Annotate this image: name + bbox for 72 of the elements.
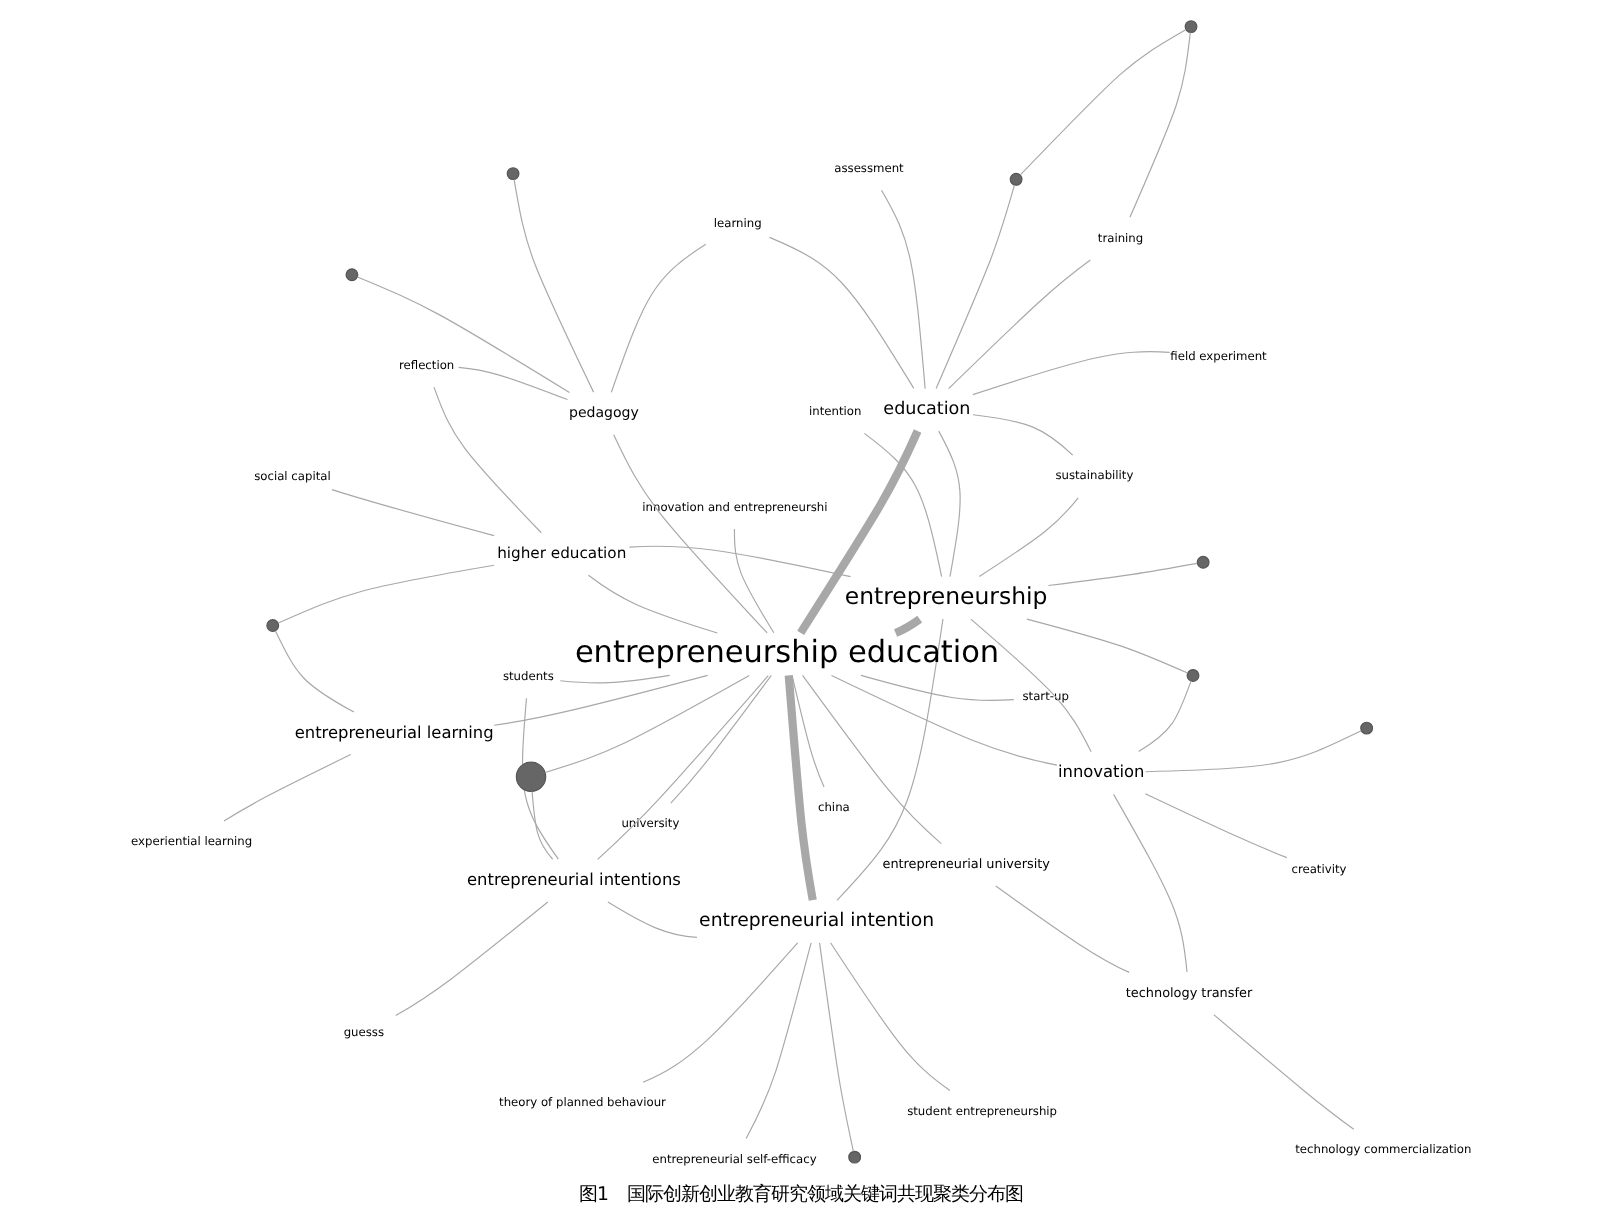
connector — [276, 564, 494, 624]
connector — [783, 675, 816, 901]
caption: 图1 国际创新创业教育研究领域关键词共现聚类分布图 — [578, 1184, 1022, 1207]
node-circle — [344, 268, 358, 282]
connector — [669, 674, 771, 804]
node-circle — [505, 167, 519, 181]
node-circle — [1359, 721, 1373, 735]
connector — [892, 615, 922, 637]
connector — [971, 351, 1170, 396]
connector — [971, 414, 1073, 456]
connector — [1128, 32, 1190, 218]
connector — [612, 434, 767, 634]
connector — [609, 243, 706, 393]
connector — [828, 942, 950, 1092]
connector — [596, 675, 768, 860]
connector — [835, 618, 943, 901]
connector — [330, 489, 494, 537]
connector — [1112, 793, 1187, 973]
connector — [1018, 29, 1186, 176]
node-circle — [1195, 555, 1209, 569]
node-circle — [1185, 669, 1199, 682]
connector — [790, 675, 824, 788]
connector — [394, 901, 548, 1017]
connector — [1143, 793, 1287, 859]
node-circle — [514, 761, 546, 793]
connector — [355, 276, 569, 393]
connector — [879, 189, 925, 390]
node-text: entrepreneurial intentions — [466, 868, 680, 889]
connector — [817, 942, 853, 1152]
node-circle — [1008, 172, 1022, 186]
node-text: entrepreneurship — [843, 581, 1047, 610]
connector — [744, 942, 811, 1140]
connector — [492, 674, 708, 726]
connector — [796, 429, 921, 636]
connector — [1212, 1014, 1354, 1130]
connector — [829, 674, 1057, 766]
node-text: innovation — [1057, 761, 1144, 782]
connector — [1144, 730, 1361, 773]
connector — [977, 497, 1078, 578]
connector — [432, 386, 541, 534]
connector — [530, 791, 553, 860]
connector — [937, 430, 960, 578]
connector — [1046, 562, 1197, 587]
connector — [1025, 618, 1188, 674]
connector — [627, 545, 851, 578]
connector — [934, 184, 1015, 390]
connector — [521, 697, 558, 860]
node-text: education — [882, 399, 970, 420]
node-circle — [1183, 20, 1197, 34]
connector — [732, 528, 774, 634]
node-circle — [847, 1150, 861, 1164]
node-text: entrepreneurial learning — [293, 721, 493, 742]
connector — [512, 179, 594, 393]
connector — [947, 259, 1090, 390]
node-circle — [265, 619, 279, 632]
connector — [606, 901, 697, 938]
connector — [859, 674, 1014, 701]
connector — [994, 885, 1129, 973]
connector — [586, 574, 717, 634]
connector — [1137, 680, 1191, 753]
connector — [273, 630, 354, 713]
node-text: entrepreneurial intention — [698, 909, 934, 932]
connector — [969, 618, 1091, 753]
connector — [767, 236, 914, 389]
connector — [862, 432, 942, 578]
connector — [457, 366, 568, 401]
connector — [222, 753, 351, 822]
connector — [558, 674, 670, 684]
connector — [543, 674, 749, 774]
connector — [641, 942, 798, 1083]
node-text: entrepreneurship education — [573, 633, 999, 670]
connector — [800, 674, 941, 845]
